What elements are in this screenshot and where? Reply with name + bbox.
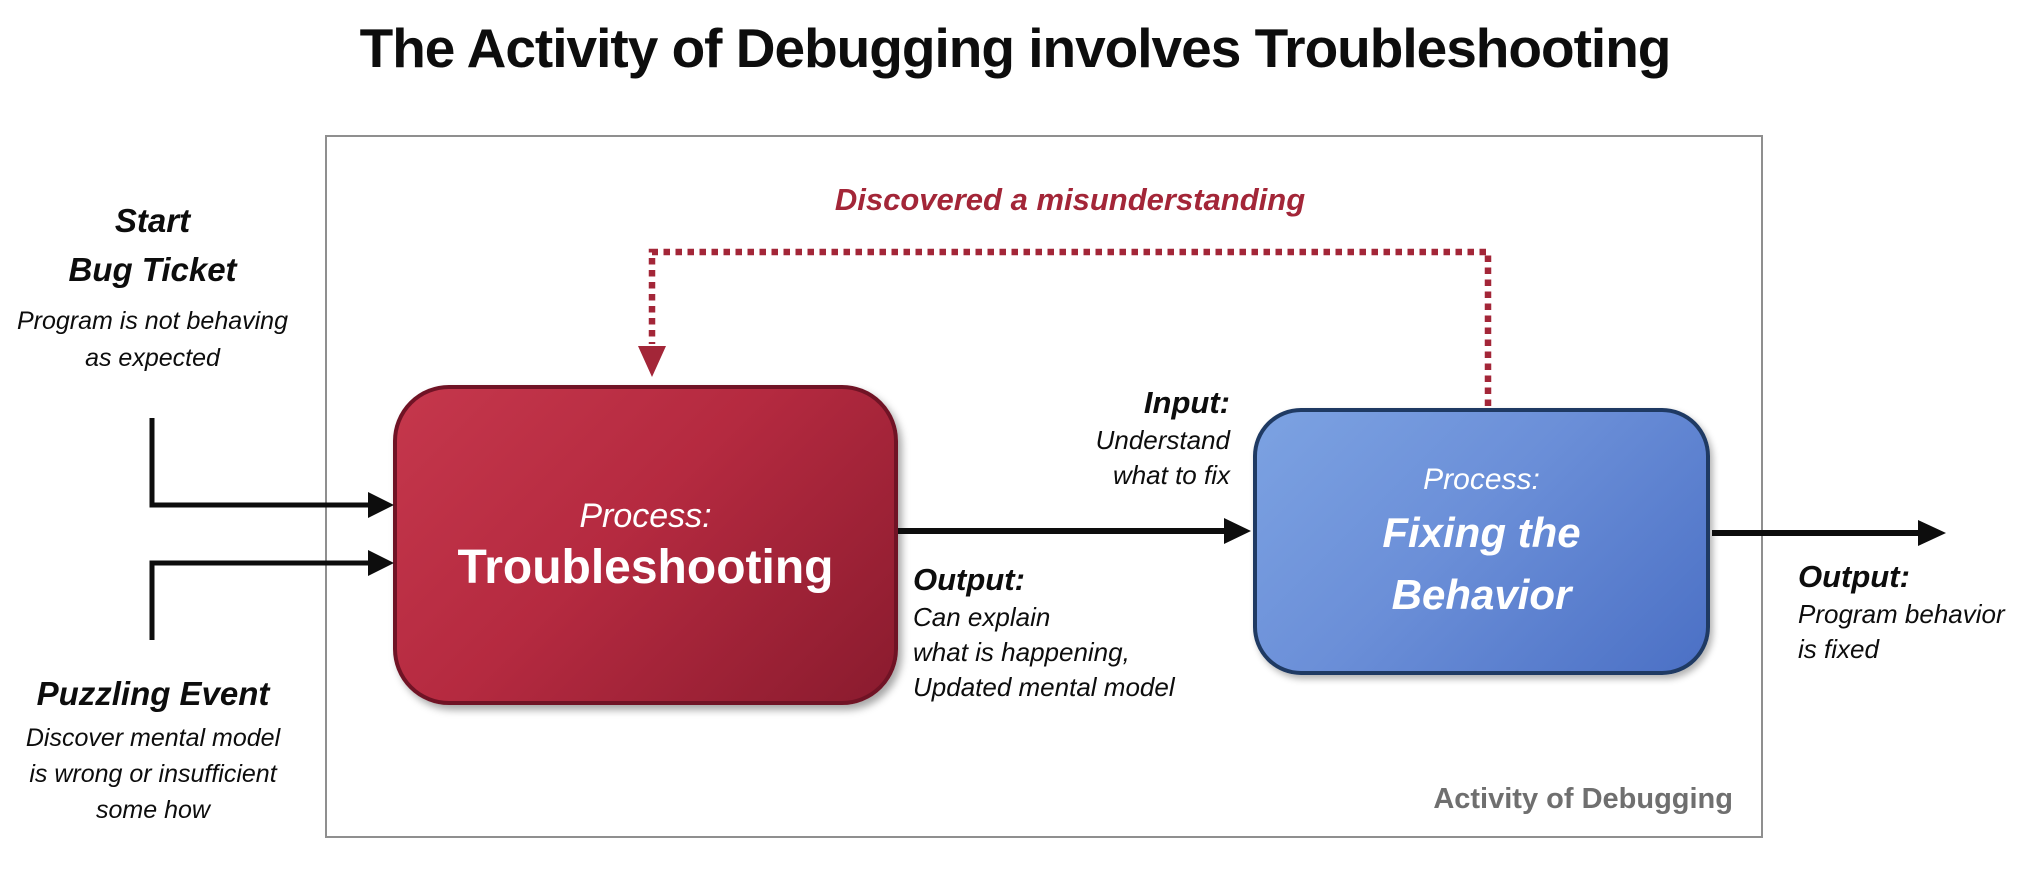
output-mid-title: Output: xyxy=(913,562,1025,597)
fixing-kicker: Process: xyxy=(1423,462,1540,496)
output-right-line1: Program behavior xyxy=(1798,599,2005,629)
fixing-behavior-process-box: Process: Fixing the Behavior xyxy=(1253,408,1710,675)
output-mid-line3: Updated mental model xyxy=(913,672,1175,702)
puzzling-description-line1: Discover mental model xyxy=(25,724,281,752)
start-description-line2: as expected xyxy=(85,344,220,372)
output-right-annotation: Output: Program behavior is fixed xyxy=(1798,557,2030,667)
output-mid-line2: what is happening, xyxy=(913,637,1130,667)
output-right-title: Output: xyxy=(1798,559,1910,594)
right-arrow-arrowhead-icon xyxy=(1918,520,1946,546)
input-line2: what to fix xyxy=(1112,460,1230,490)
diagram-title: The Activity of Debugging involves Troub… xyxy=(359,17,1672,79)
troubleshooting-name: Troubleshooting xyxy=(457,541,834,594)
puzzling-event-annotation: Puzzling Event Discover mental model is … xyxy=(8,672,298,828)
start-bug-ticket-annotation: Start Bug Ticket Program is not behaving… xyxy=(15,196,290,377)
puzzling-event-label: Puzzling Event xyxy=(36,675,270,712)
start-label: Start xyxy=(114,202,191,239)
troubleshooting-process-box: Process: Troubleshooting xyxy=(393,385,898,705)
troubleshooting-kicker: Process: xyxy=(579,497,712,535)
output-mid-line1: Can explain xyxy=(913,602,1051,632)
output-mid-annotation: Output: Can explain what is happening, U… xyxy=(913,560,1193,705)
frame-label: Activity of Debugging xyxy=(1433,783,1733,815)
puzzling-event-description: Discover mental model is wrong or insuff… xyxy=(8,720,298,828)
puzzling-description-line3: some how xyxy=(96,796,210,824)
input-title: Input: xyxy=(1143,385,1230,420)
start-description-line1: Program is not behaving xyxy=(17,307,288,335)
discovered-misunderstanding-label: Discovered a misunderstanding xyxy=(834,182,1306,217)
puzzling-description-line2: is wrong or insufficient xyxy=(29,760,277,788)
fixing-name-line2: Behavior xyxy=(1391,570,1572,618)
bug-ticket-label: Bug Ticket xyxy=(68,251,237,288)
start-description: Program is not behaving as expected xyxy=(15,303,290,377)
input-line1: Understand xyxy=(1095,425,1230,455)
input-annotation: Input: Understand what to fix xyxy=(1008,383,1230,493)
fixing-name-line1: Fixing the xyxy=(1382,508,1581,556)
output-right-line2: is fixed xyxy=(1798,634,1879,664)
